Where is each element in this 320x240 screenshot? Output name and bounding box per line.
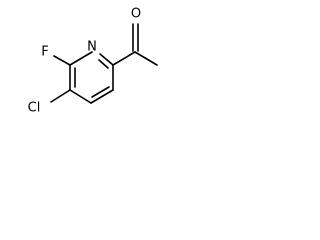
bond-c4-c3-double xyxy=(91,86,110,98)
chlorine-atom-label: Cl xyxy=(28,101,41,116)
fluorine-atom-label: F xyxy=(41,45,48,60)
oxygen-atom-label: O xyxy=(131,7,141,22)
bond-c5-c4 xyxy=(69,89,92,104)
bond-c2-carbonyl xyxy=(112,51,136,66)
bond-c2-n-double xyxy=(98,59,109,69)
bond-c5-cl xyxy=(50,89,71,103)
nitrogen-atom-label: N xyxy=(87,40,97,55)
bond-n-c6 xyxy=(69,51,93,66)
bond-c4-c3 xyxy=(90,89,114,104)
chemical-structure-diagram: O N F Cl xyxy=(28,7,158,116)
bond-carbonyl-methyl xyxy=(134,51,158,66)
bond-c2-n xyxy=(99,53,114,66)
bond-c6-f xyxy=(53,55,71,66)
